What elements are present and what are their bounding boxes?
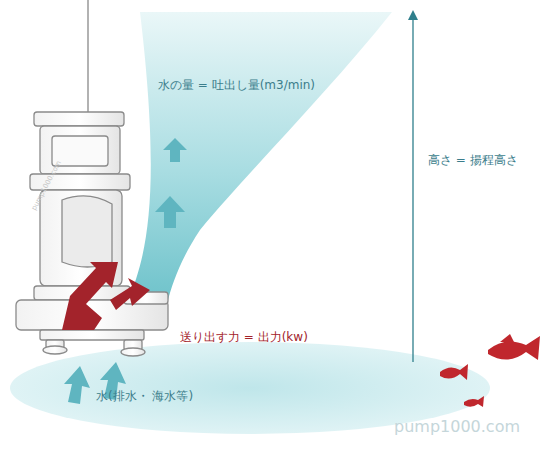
force-arrow <box>62 262 150 330</box>
height-label: 高さ = 揚程高さ <box>428 153 518 167</box>
watermark: pump1000.com <box>394 417 520 436</box>
discharge-plume <box>128 12 392 300</box>
submersible-pump <box>16 112 168 356</box>
water-label: 水(排水・ 海水等) <box>96 389 193 403</box>
fish <box>440 334 540 407</box>
flow-label: 水の量 = 吐出し量(m3/min) <box>158 78 315 92</box>
flow-arrow <box>155 196 185 228</box>
flow-arrow <box>163 138 187 162</box>
force-label: 送り出す力 = 出力(kw) <box>180 330 308 344</box>
height-line <box>412 16 413 362</box>
arrow-head <box>408 10 418 20</box>
power-cord <box>87 0 89 112</box>
